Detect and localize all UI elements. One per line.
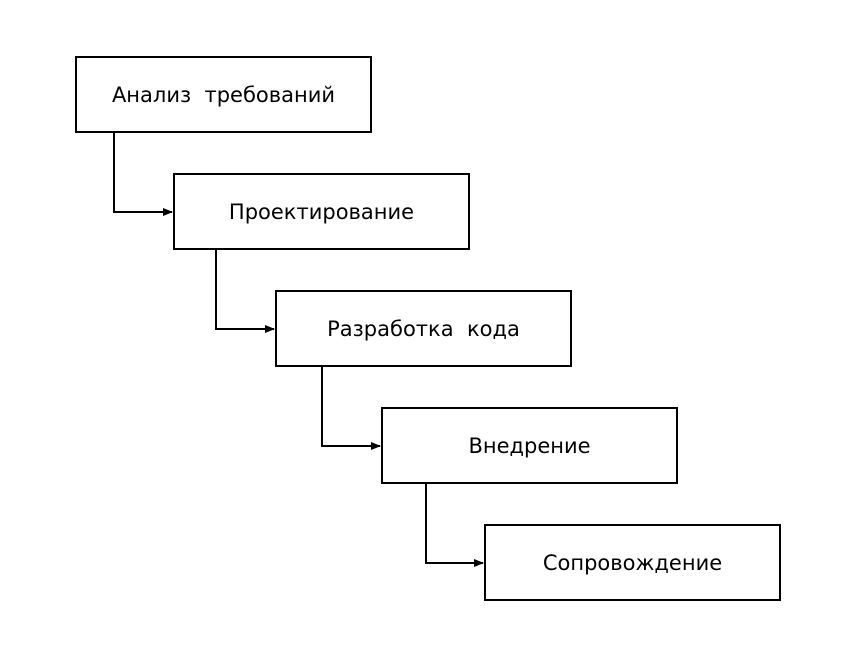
connector-arrow-deployment-to-maintenance	[425, 484, 484, 567]
stage-label-design: Проектирование	[228, 199, 415, 224]
stage-box-deployment: Внедрение	[381, 407, 678, 484]
stage-box-maintenance: Сопровождение	[484, 524, 781, 601]
connector-arrow-design-to-coding	[215, 250, 275, 333]
stage-label-maintenance: Сопровождение	[542, 550, 723, 575]
stage-label-deployment: Внедрение	[468, 433, 591, 458]
stage-label-coding: Разработка кода	[327, 316, 520, 341]
connector-arrow-requirements-to-design	[113, 133, 173, 216]
stage-box-requirements: Анализ требований	[75, 56, 372, 133]
stage-label-requirements: Анализ требований	[111, 82, 336, 107]
connector-arrow-coding-to-deployment	[321, 367, 381, 450]
stage-box-design: Проектирование	[173, 173, 470, 250]
stage-box-coding: Разработка кода	[275, 290, 572, 367]
